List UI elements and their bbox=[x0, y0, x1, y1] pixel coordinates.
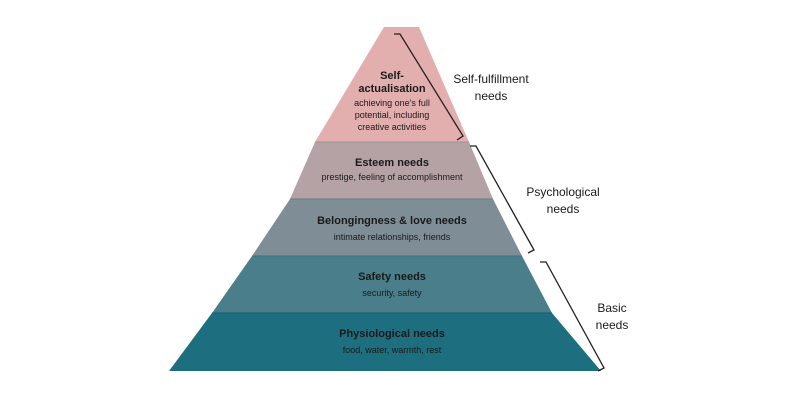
tier-description: food, water, warmth, rest bbox=[342, 345, 442, 355]
tier-title: Belongingness & love needs bbox=[317, 215, 467, 227]
tier-safety: Safety needs security, safety bbox=[292, 271, 492, 299]
bracket-psychological bbox=[470, 145, 535, 254]
tier-description: prestige, feeling of accomplishment bbox=[321, 172, 463, 182]
group-label-self-fulfillment: Self-fulfillment needs bbox=[453, 72, 529, 103]
tier-self-actualisation-shape bbox=[315, 27, 469, 142]
tier-description: intimate relationships, friends bbox=[333, 232, 451, 242]
tier-title: Safety needs bbox=[358, 271, 426, 283]
tier-description: achieving one's full potential, includin… bbox=[354, 98, 430, 132]
bracket-self-fulfillment bbox=[394, 33, 464, 141]
tier-physiological: Physiological needs food, water, warmth,… bbox=[282, 328, 502, 356]
group-label-psychological: Psychological needs bbox=[526, 185, 600, 216]
bracket-basic bbox=[540, 261, 605, 372]
tier-belonging-shape bbox=[252, 199, 522, 256]
group-label-basic: Basic needs bbox=[595, 301, 629, 332]
tier-belongingness: Belongingness & love needs intimate rela… bbox=[272, 215, 512, 243]
tier-title: Esteem needs bbox=[355, 157, 429, 169]
tier-esteem-shape bbox=[290, 142, 493, 199]
tier-title: Physiological needs bbox=[339, 328, 445, 340]
tier-physiological-shape bbox=[169, 313, 601, 371]
tier-self-actualisation: Self- actualisation achieving one's full… bbox=[322, 70, 462, 133]
tier-esteem: Esteem needs prestige, feeling of accomp… bbox=[292, 157, 492, 183]
tier-description: security, safety bbox=[362, 288, 422, 298]
tier-title: Self- actualisation bbox=[358, 70, 426, 95]
tier-safety-shape bbox=[212, 256, 552, 313]
